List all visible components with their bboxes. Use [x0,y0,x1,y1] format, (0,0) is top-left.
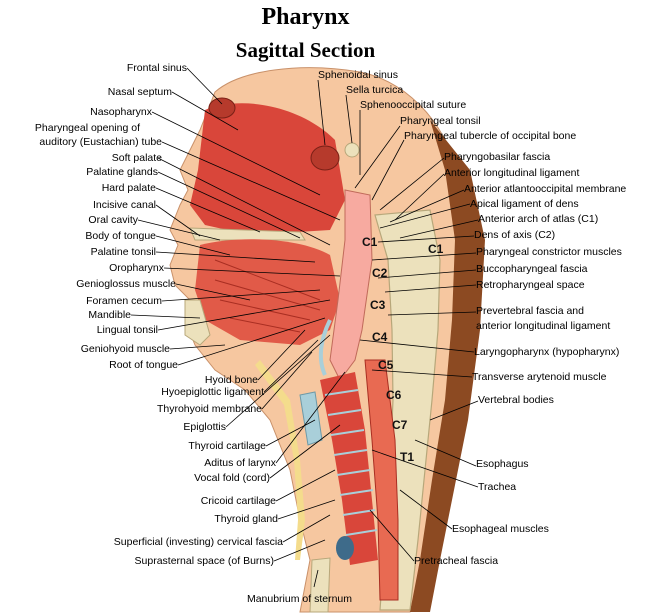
label-laryngopharynx: Laryngopharynx (hypopharynx) [474,346,620,358]
label-palatine-glands: Palatine glands [86,166,158,178]
cervical-fascia [255,360,305,560]
mandible [184,299,211,346]
vertebra-label: T1 [400,450,415,464]
sphenoidal-sinus [310,145,340,171]
label-retropharyngeal: Retropharyngeal space [476,279,585,291]
trachea [320,372,378,565]
thyroid-cartilage [299,391,323,446]
label-constrictor: Pharyngeal constrictor muscles [476,246,622,258]
label-sphenooccipital: Sphenooccipital suture [360,99,467,111]
label-palatine-tonsil: Palatine tonsil [90,246,156,258]
manubrium [309,557,331,613]
tongue-fibers [214,259,321,333]
label-mandible: Mandible [88,309,131,321]
label-genioglossus: Genioglossus muscle [76,278,176,290]
label-transverse-arytenoid: Transverse arytenoid muscle [472,371,607,383]
label-frontal-sinus: Frontal sinus [126,62,187,74]
label-prevertebral-1: Prevertebral fascia and [476,305,584,317]
vertebra-label: C1 [362,235,378,249]
sella-turcica [344,142,360,158]
leader-lines [130,67,479,588]
pharynx-lumen [329,189,373,381]
label-sella-turcica: Sella turcica [346,84,404,96]
trachea-rings [324,389,378,536]
label-vocal-fold: Vocal fold (cord) [194,472,270,484]
label-pharyngeal-tonsil: Pharyngeal tonsil [400,115,481,127]
label-thyrohyoid: Thyrohyoid membrane [156,403,262,415]
label-epiglottis: Epiglottis [183,421,226,433]
vertebra-label: C5 [378,358,394,372]
vertebra-label: C7 [392,418,408,432]
brachiocephalic-vessel [336,536,354,560]
label-esophagus: Esophagus [476,458,529,470]
vertebra-label: C2 [372,266,388,280]
label-nasal-septum: Nasal septum [107,86,172,98]
label-incisive-canal: Incisive canal [92,199,156,211]
label-body-of-tongue: Body of tongue [85,230,156,242]
label-thyroid-gland: Thyroid gland [214,513,278,525]
label-hyoepiglottic: Hyoepiglottic ligament [161,386,264,398]
label-pharyngeal-tubercle: Pharyngeal tubercle of occipital bone [404,130,577,142]
label-superficial-fascia: Superficial (investing) cervical fascia [113,536,283,548]
frontal-sinus [208,97,236,119]
label-pharyngeal-opening-2: auditory (Eustachian) tube [39,136,162,148]
label-oral-cavity: Oral cavity [88,214,138,226]
diagram-subtitle: Sagittal Section [235,38,376,62]
label-esophageal-muscles: Esophageal muscles [452,523,549,535]
label-atlantooccipital: Anterior atlantooccipital membrane [464,183,627,195]
label-foramen-cecum: Foramen cecum [86,295,162,307]
label-prevertebral-2: anterior longitudinal ligament [476,320,611,332]
label-pretracheal: Pretracheal fascia [414,555,499,567]
label-nasopharynx: Nasopharynx [90,106,152,118]
label-apical-ligament: Apical ligament of dens [470,198,579,210]
esophagus [364,359,399,601]
label-sphenoidal-sinus: Sphenoidal sinus [318,69,398,81]
hard-palate [189,227,306,241]
label-anterior-arch: Anterior arch of atlas (C1) [478,213,599,225]
vertebra-label: C4 [372,330,388,344]
label-buccopharyngeal: Buccopharyngeal fascia [476,263,588,275]
label-dens: Dens of axis (C2) [474,229,556,241]
label-trachea: Trachea [478,481,517,493]
vertebra-label: C1 [428,242,444,256]
posterior-neck [410,120,485,612]
label-soft-palate: Soft palate [111,152,162,164]
label-suprasternal: Suprasternal space (of Burns) [134,555,274,567]
label-oropharynx: Oropharynx [109,262,164,274]
label-aditus: Aditus of larynx [204,457,276,469]
label-hard-palate: Hard palate [101,182,156,194]
label-cricoid: Cricoid cartilage [200,495,276,507]
epiglottis [318,319,332,376]
vertebra-label: C3 [370,298,386,312]
label-hyoid-bone: Hyoid bone [204,374,258,386]
label-vertebral-bodies: Vertebral bodies [478,394,554,406]
label-lingual-tonsil: Lingual tonsil [96,324,158,336]
diagram-title: Pharynx [261,4,350,30]
label-anterior-longitudinal: Anterior longitudinal ligament [444,167,580,179]
label-root-of-tongue: Root of tongue [109,359,178,371]
label-pharyngeal-opening-1: Pharyngeal opening of [34,122,140,134]
label-pharyngobasilar: Pharyngobasilar fascia [444,151,551,163]
label-thyroid-cartilage: Thyroid cartilage [188,440,266,452]
label-manubrium: Manubrium of sternum [246,593,352,605]
label-geniohyoid: Geniohyoid muscle [80,343,170,355]
vertebra-label: C6 [386,388,402,402]
